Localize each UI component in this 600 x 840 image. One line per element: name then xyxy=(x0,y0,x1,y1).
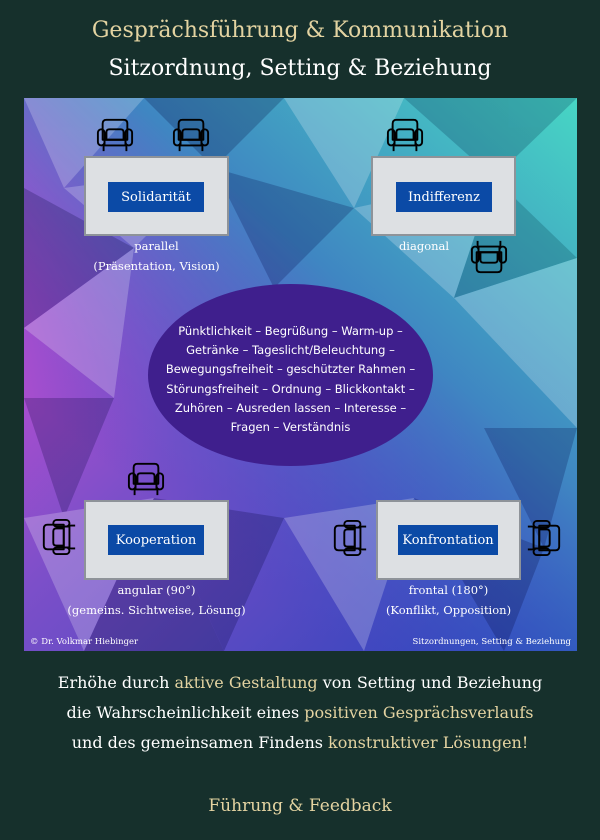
seating-diagram: Solidarität parallel (Präsentation, Visi… xyxy=(24,98,577,651)
armchair-icon xyxy=(172,114,210,156)
table-label-kooperation: Kooperation xyxy=(108,525,204,555)
highlight-konstruktive-loesungen: konstruktiver Lösungen! xyxy=(328,733,529,752)
armchair-icon xyxy=(523,519,565,557)
armchair-icon xyxy=(96,114,134,156)
call-to-action-text: Erhöhe durch aktive Gestaltung von Setti… xyxy=(57,673,543,752)
armchair-icon xyxy=(470,236,508,278)
caption-diagonal: diagonal xyxy=(398,239,450,253)
armchair-icon xyxy=(386,114,424,156)
highlight-positiver-verlauf: positiven Gesprächsverlaufs xyxy=(304,703,534,722)
armchair-icon xyxy=(329,519,371,557)
panel-footer-text: Sitzordnungen, Setting & Beziehung xyxy=(412,637,572,647)
page-subtitle: Sitzordnung, Setting & Beziehung xyxy=(108,56,492,81)
page-title: Gesprächsführung & Kommunikation xyxy=(91,18,509,43)
table-label-solidaritaet: Solidarität xyxy=(108,182,204,212)
copyright-text: © Dr. Volkmar Hiebinger xyxy=(30,637,139,647)
table-label-indifferenz: Indifferenz xyxy=(396,182,492,212)
caption-frontal: frontal (180°) (Konflikt, Opposition) xyxy=(385,583,512,617)
caption-angular: angular (90°) (gemeins. Sichtweise, Lösu… xyxy=(67,583,246,617)
armchair-icon xyxy=(38,518,80,556)
armchair-icon xyxy=(127,458,165,500)
setting-factors-text: Pünktlichkeit – Begrüßung – Warm-up – Ge… xyxy=(165,324,416,435)
caption-parallel: parallel (Präsentation, Vision) xyxy=(93,239,220,273)
highlight-aktive-gestaltung: aktive Gestaltung xyxy=(174,673,318,692)
table-label-konfrontation: Konfrontation xyxy=(398,525,498,555)
footer-label: Führung & Feedback xyxy=(208,796,392,816)
center-oval xyxy=(148,284,433,466)
